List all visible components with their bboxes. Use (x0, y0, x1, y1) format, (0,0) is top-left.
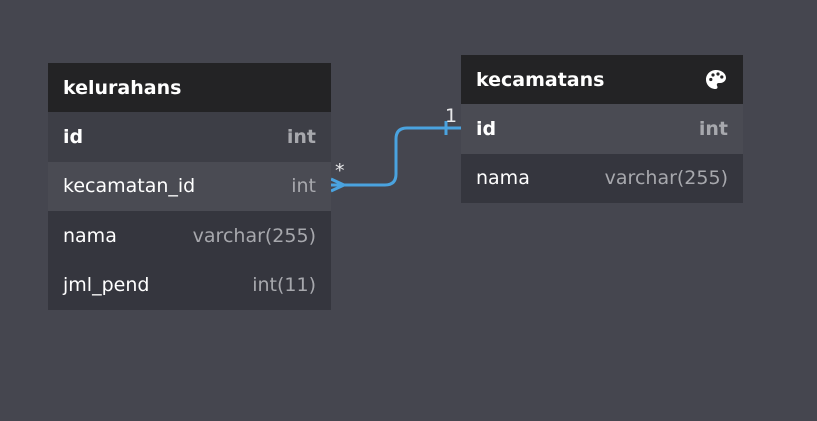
column-name: nama (476, 167, 530, 190)
column-name: kecamatan_id (63, 175, 196, 198)
table-kecamatans[interactable]: kecamatans id int nama varchar(255) (461, 55, 743, 203)
table-header[interactable]: kelurahans (48, 63, 331, 112)
table-row[interactable]: nama varchar(255) (461, 153, 743, 203)
column-type: int (286, 125, 316, 148)
relation-many-label: * (335, 160, 345, 182)
table-row[interactable]: kecamatan_id int (48, 161, 331, 211)
table-header[interactable]: kecamatans (461, 55, 743, 104)
table-title: kelurahans (63, 76, 182, 99)
table-kelurahans[interactable]: kelurahans id int kecamatan_id int nama … (48, 63, 331, 310)
table-title: kecamatans (476, 68, 605, 91)
column-type: int (291, 175, 316, 198)
relation-one-label: 1 (445, 105, 458, 127)
table-row[interactable]: id int (48, 112, 331, 162)
relationship-line (331, 126, 461, 187)
column-name: nama (63, 224, 117, 247)
column-type: int (698, 117, 728, 140)
palette-icon[interactable] (704, 68, 728, 92)
column-type: int(11) (252, 274, 316, 297)
column-name: id (476, 117, 497, 140)
column-name: id (63, 125, 84, 148)
table-row[interactable]: id int (461, 104, 743, 154)
column-type: varchar(255) (604, 167, 728, 190)
table-row[interactable]: jml_pend int(11) (48, 260, 331, 310)
table-row[interactable]: nama varchar(255) (48, 211, 331, 261)
column-type: varchar(255) (192, 224, 316, 247)
column-name: jml_pend (63, 274, 150, 297)
